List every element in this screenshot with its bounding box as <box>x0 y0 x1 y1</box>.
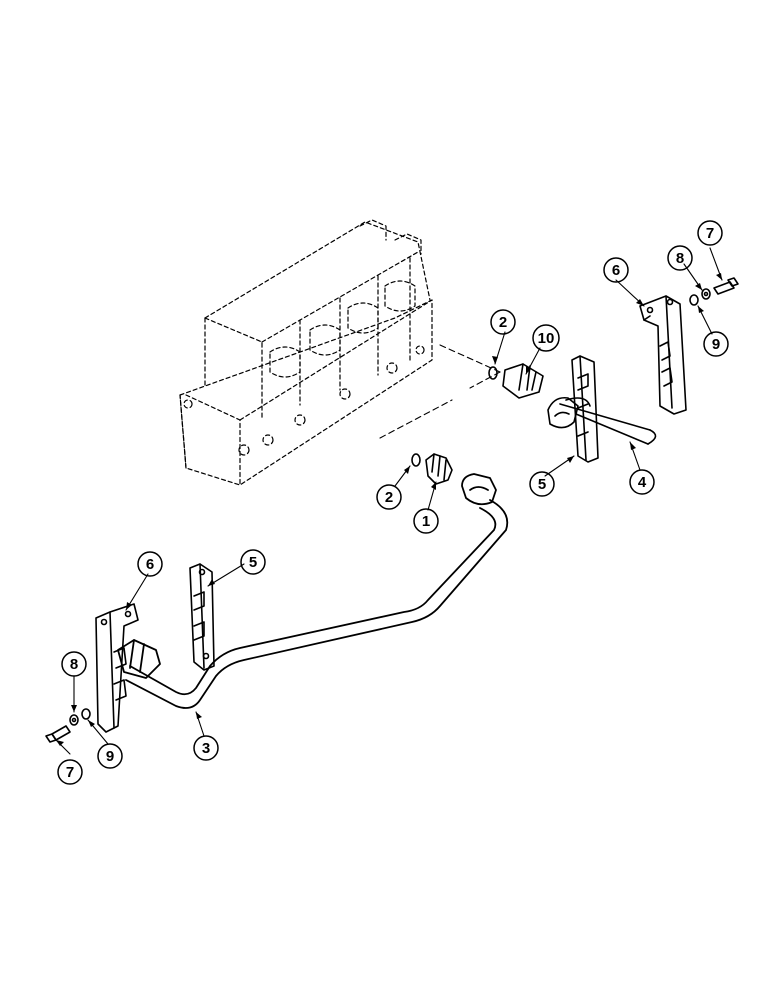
svg-text:5: 5 <box>538 476 546 493</box>
callout-4: 4 <box>629 469 655 495</box>
svg-text:3: 3 <box>202 740 210 757</box>
phantom-leaders <box>379 344 501 439</box>
svg-text:7: 7 <box>66 764 74 781</box>
callouts: 2 10 2 1 4 5 6 8 7 9 5 6 3 8 9 7 <box>57 220 729 785</box>
bracket-6-upper <box>639 295 687 415</box>
svg-text:9: 9 <box>106 748 114 765</box>
callout-8-lower: 8 <box>61 651 87 677</box>
washer-8-upper <box>701 288 711 300</box>
o-ring-lower <box>411 453 421 467</box>
svg-text:1: 1 <box>422 513 430 530</box>
clamp-5-lower <box>189 563 215 671</box>
washer-8-lower <box>69 714 79 726</box>
hardware-upper-right <box>689 277 739 306</box>
callout-1: 1 <box>413 508 439 534</box>
svg-text:5: 5 <box>249 554 257 571</box>
callout-9-upper: 9 <box>703 331 729 357</box>
hardware-lower-left <box>45 708 91 743</box>
callout-5-upper: 5 <box>529 471 555 497</box>
svg-text:2: 2 <box>385 489 393 506</box>
fitting-1-adapter <box>411 453 453 485</box>
svg-text:2: 2 <box>499 314 507 331</box>
callout-7-upper: 7 <box>697 220 723 246</box>
washer-9-lower <box>81 708 91 720</box>
callout-5-lower: 5 <box>240 549 266 575</box>
tube-4 <box>547 396 657 445</box>
svg-text:6: 6 <box>612 262 620 279</box>
svg-text:6: 6 <box>146 556 154 573</box>
callout-2-lower: 2 <box>376 484 402 510</box>
callout-6-upper: 6 <box>603 257 629 283</box>
callout-9-lower: 9 <box>97 743 123 769</box>
bracket-6-lower <box>95 603 139 733</box>
leader-arrowheads <box>56 273 722 746</box>
fitting-10-adapter <box>488 363 544 399</box>
svg-text:4: 4 <box>638 474 647 491</box>
o-ring-upper <box>488 366 498 380</box>
callout-6-lower: 6 <box>137 551 163 577</box>
callout-3: 3 <box>193 735 219 761</box>
svg-text:7: 7 <box>706 225 714 242</box>
callout-7-lower: 7 <box>57 759 83 785</box>
callout-2-upper: 2 <box>490 309 516 335</box>
svg-text:8: 8 <box>676 250 684 267</box>
washer-9-upper <box>689 294 699 306</box>
control-valve-phantom <box>179 219 433 486</box>
bolt-7-upper <box>713 281 735 295</box>
callout-10: 10 <box>532 324 560 352</box>
callout-8-upper: 8 <box>667 245 693 271</box>
tube-3 <box>117 473 509 709</box>
svg-text:8: 8 <box>70 656 78 673</box>
svg-text:9: 9 <box>712 336 720 353</box>
clamp-5-upper <box>571 355 599 463</box>
svg-text:10: 10 <box>538 330 555 347</box>
